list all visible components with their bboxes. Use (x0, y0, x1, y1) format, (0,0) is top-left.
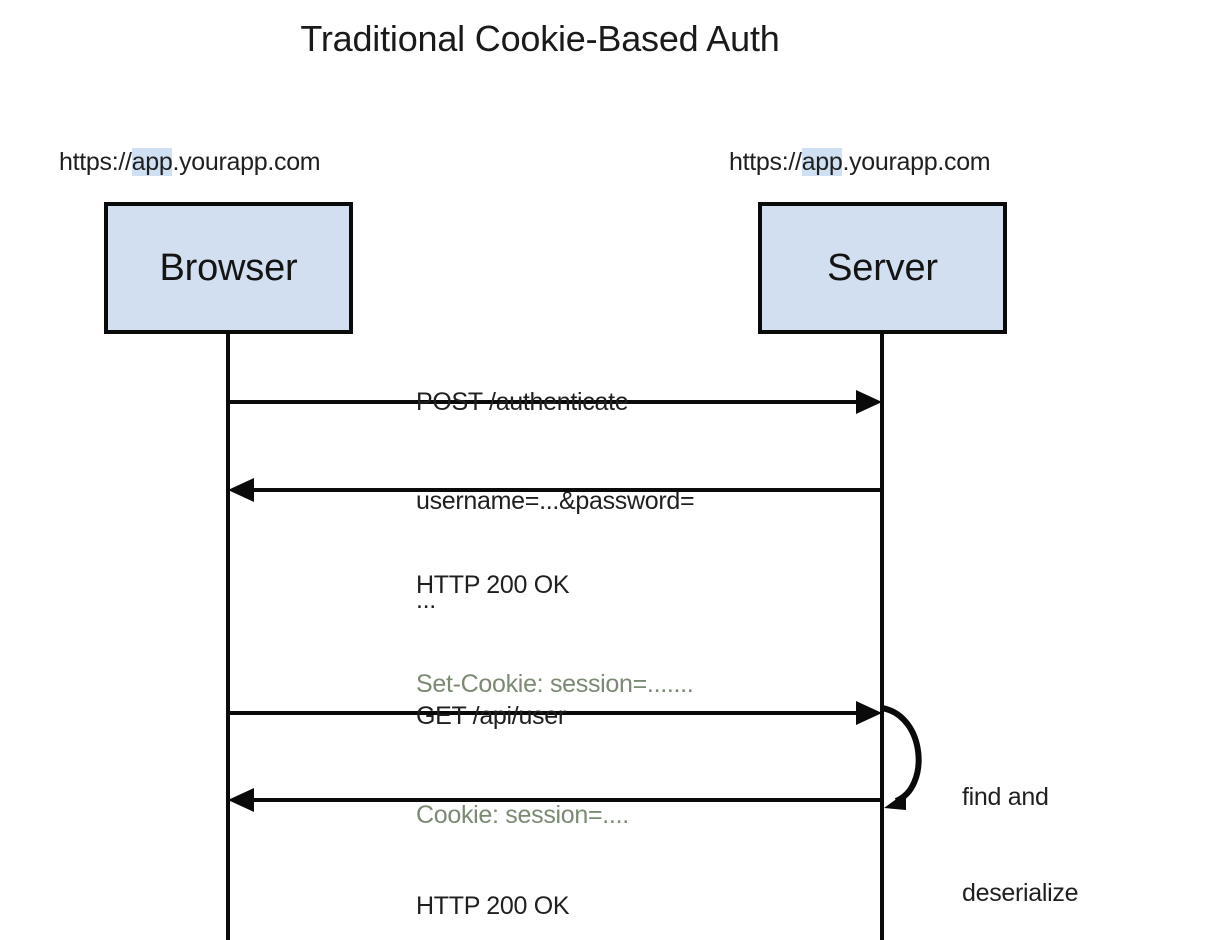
message-label-3-line1: GET /api/user (416, 702, 566, 730)
message-label-4-line1: HTTP 200 OK (416, 892, 570, 920)
participant-box-server: Server (758, 202, 1007, 334)
message-label-3: GET /api/user Cookie: session=.... (416, 634, 629, 898)
participant-label-browser: Browser (159, 246, 298, 289)
self-loop-label-line2: deserialize (962, 879, 1079, 907)
message-label-2-line2: Set-Cookie: session=....... (416, 670, 694, 698)
self-loop-label-line1: find and (962, 783, 1049, 811)
arrow-shaft (252, 798, 882, 802)
message-label-2-line1: HTTP 200 OK (416, 571, 570, 599)
arrow-shaft (228, 711, 858, 715)
browser-url-label: https://app.yourapp.com (59, 148, 321, 177)
lifeline-browser (226, 334, 230, 940)
browser-url-prefix: https:// (59, 148, 132, 176)
lifeline-server (880, 334, 884, 940)
browser-url-highlight: app (131, 148, 173, 176)
server-url-prefix: https:// (729, 148, 802, 176)
server-url-label: https://app.yourapp.com (729, 148, 991, 177)
page-title: Traditional Cookie-Based Auth (300, 18, 780, 59)
arrowhead-right-icon (856, 390, 882, 414)
message-label-1-line1: POST /authenticate (416, 388, 629, 416)
participant-label-server: Server (827, 246, 938, 289)
server-url-suffix: .yourapp.com (842, 148, 991, 176)
message-label-3-line2: Cookie: session=.... (416, 801, 629, 829)
message-label-1-line3: ... (416, 586, 436, 614)
arrow-shaft (252, 488, 882, 492)
arrow-shaft (228, 400, 858, 404)
arrowhead-left-icon (228, 478, 254, 502)
participant-box-browser: Browser (104, 202, 353, 334)
self-loop-arc-icon (881, 705, 922, 810)
arrowhead-right-icon (856, 701, 882, 725)
message-label-4: HTTP 200 OK { name: “foo” } (416, 824, 570, 940)
arrowhead-left-icon (228, 788, 254, 812)
server-url-highlight: app (801, 148, 843, 176)
message-label-1: POST /authenticate username=...&password… (416, 320, 695, 683)
browser-url-suffix: .yourapp.com (172, 148, 321, 176)
message-label-2: HTTP 200 OK Set-Cookie: session=....... (416, 503, 694, 767)
self-loop-label: find and deserialize session (962, 717, 1079, 940)
